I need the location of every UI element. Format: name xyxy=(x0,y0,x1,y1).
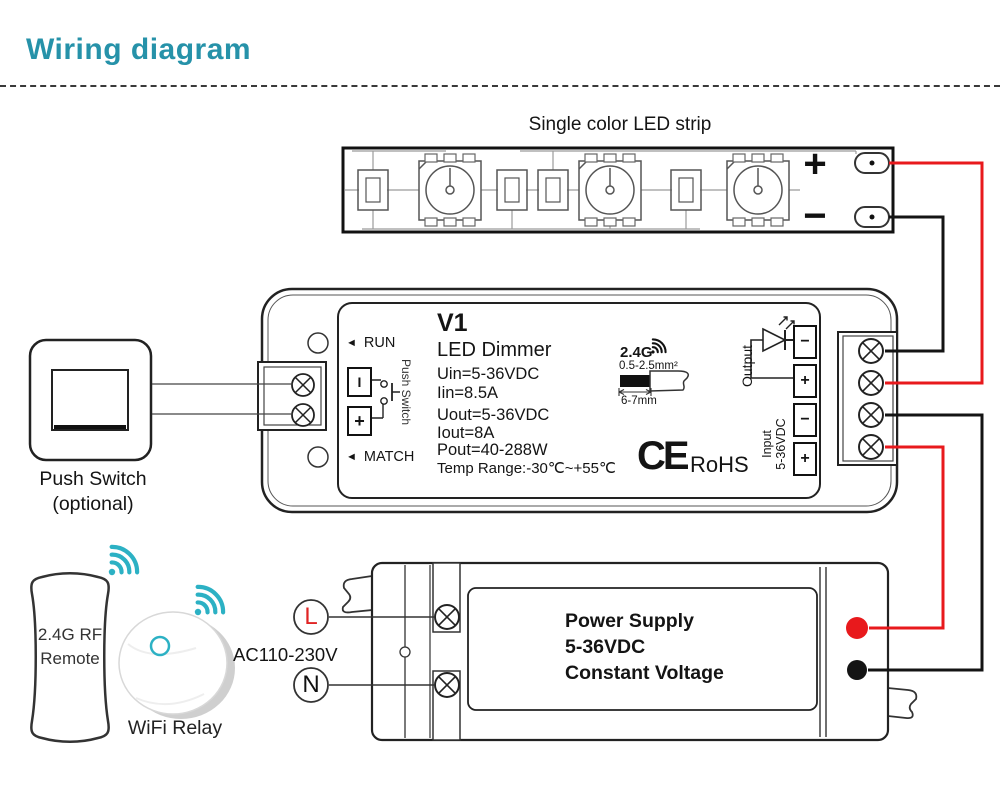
dimmer-model: V1 xyxy=(437,309,468,337)
output-port-label: Output xyxy=(739,344,755,388)
power-supply-voltage: 5-36VDC xyxy=(565,636,646,658)
mount-tab-left xyxy=(341,574,373,614)
wire-insulation xyxy=(649,370,690,392)
wire-gauge-graphic xyxy=(618,370,690,396)
input-positive-wire xyxy=(869,445,945,630)
wire-gauge-label: 0.5-2.5mm² xyxy=(619,360,678,372)
screw-terminal-icon xyxy=(858,402,884,428)
strip-length-label: 6-7mm xyxy=(621,395,657,407)
screw-terminal-icon xyxy=(434,604,460,630)
push-switch-note: (optional) xyxy=(52,493,134,515)
pcb-trace-top xyxy=(352,150,857,170)
ce-mark: CE xyxy=(637,434,690,478)
rf-remote-body xyxy=(30,572,110,743)
dc-positive-terminal xyxy=(846,617,868,639)
dimmer-outer-shell xyxy=(260,287,899,514)
spec-pout: Pout=40-288W xyxy=(437,441,548,459)
push-switch-device xyxy=(28,338,153,462)
screw-terminal-icon xyxy=(291,373,315,397)
smd-resistors xyxy=(357,169,702,211)
power-button: I xyxy=(347,367,372,397)
led-strip-body xyxy=(341,146,895,234)
live-label: L xyxy=(304,603,318,630)
run-arrow-icon: ◄ xyxy=(346,337,357,349)
dimmer-product-name: LED Dimmer xyxy=(437,339,552,361)
push-switch-port-label: Push Switch xyxy=(399,358,413,426)
strip-plus-label: + xyxy=(803,142,826,186)
live-terminal-circle xyxy=(293,599,329,635)
dc-negative-terminal xyxy=(847,660,867,680)
remote-label-line2: Remote xyxy=(40,649,100,668)
mount-tab-right xyxy=(887,687,918,720)
input-voltage-line: 5-36VDC xyxy=(774,418,788,470)
match-arrow-icon: ◄ xyxy=(346,451,357,463)
strip-minus-label: − xyxy=(803,194,826,238)
rf-band-label: 2.4G xyxy=(620,344,653,361)
terminal-input-plus: + xyxy=(793,442,817,476)
power-supply-device xyxy=(341,561,918,742)
dimmer-switch-terminal-block xyxy=(257,361,327,431)
screw-terminal-icon xyxy=(858,434,884,460)
wifi-relay-label: WiFi Relay xyxy=(127,717,223,739)
neutral-label: N xyxy=(302,671,320,698)
dashed-divider xyxy=(0,85,1000,87)
spec-iin: Iin=8.5A xyxy=(437,384,499,402)
terminal-output-plus: + xyxy=(793,364,817,398)
rohs-mark: RoHS xyxy=(690,452,749,477)
led-strip-label: Single color LED strip xyxy=(528,114,712,135)
dim-button: + xyxy=(347,406,372,436)
input-negative-wire xyxy=(868,413,984,672)
neutral-terminal-circle xyxy=(293,667,329,703)
terminal-output-minus: − xyxy=(793,325,817,359)
led-chip xyxy=(578,153,642,227)
screw-terminal-icon xyxy=(434,672,460,698)
wifi-relay-device xyxy=(118,611,235,719)
match-indicator: ◄ MATCH xyxy=(346,449,414,465)
led-strip: + − xyxy=(341,142,895,238)
led-chips xyxy=(418,153,790,227)
led-chip xyxy=(418,153,482,227)
screw-terminal-icon xyxy=(858,338,884,364)
input-label-line: Input xyxy=(760,430,774,458)
relay-button xyxy=(149,635,171,657)
relay-seam xyxy=(135,693,205,706)
dimmer-device xyxy=(257,287,899,514)
wiring xyxy=(152,161,984,686)
push-switch-rocker xyxy=(51,369,129,431)
remote-label-line1: 2.4G RF xyxy=(37,625,103,644)
output-positive-wire xyxy=(885,161,984,385)
dimmer-wire-terminal-block xyxy=(837,331,898,466)
spec-uout: Uout=5-36VDC xyxy=(437,406,550,424)
page-title: Wiring diagram xyxy=(26,33,252,66)
power-supply-label-panel xyxy=(467,587,818,711)
spec-uin: Uin=5-36VDC xyxy=(437,365,540,383)
spec-temp-range: Temp Range:-30℃~+55℃ xyxy=(437,460,616,477)
led-diode-symbol xyxy=(750,316,795,379)
relay-body xyxy=(118,611,228,715)
mount-hole-top xyxy=(307,332,329,354)
stripped-wire-core xyxy=(620,375,650,387)
terminal-input-minus: − xyxy=(793,403,817,437)
mount-hole-bottom xyxy=(307,446,329,468)
strip-solder-pads xyxy=(854,152,890,228)
case-screw xyxy=(399,646,411,658)
spec-iout: Iout=8A xyxy=(437,424,495,442)
pcb-trace-bottom xyxy=(362,210,700,230)
push-switch-wires xyxy=(152,383,293,415)
ac-voltage-label: AC110-230V xyxy=(233,644,338,665)
screw-terminal-icon xyxy=(858,370,884,396)
input-port-label: Input 5-36VDC xyxy=(760,404,788,484)
push-switch-label: Push Switch xyxy=(39,468,147,490)
power-supply-type: Constant Voltage xyxy=(565,662,724,684)
measure-arrows xyxy=(618,388,652,396)
run-label: RUN xyxy=(363,335,396,351)
power-supply-name: Power Supply xyxy=(565,610,694,632)
match-label: MATCH xyxy=(363,449,415,465)
run-indicator: ◄ RUN xyxy=(346,335,395,351)
dimmer-label-panel xyxy=(337,302,821,499)
screw-terminal-icon xyxy=(291,403,315,427)
output-negative-wire xyxy=(885,215,945,353)
led-chip xyxy=(726,153,790,227)
